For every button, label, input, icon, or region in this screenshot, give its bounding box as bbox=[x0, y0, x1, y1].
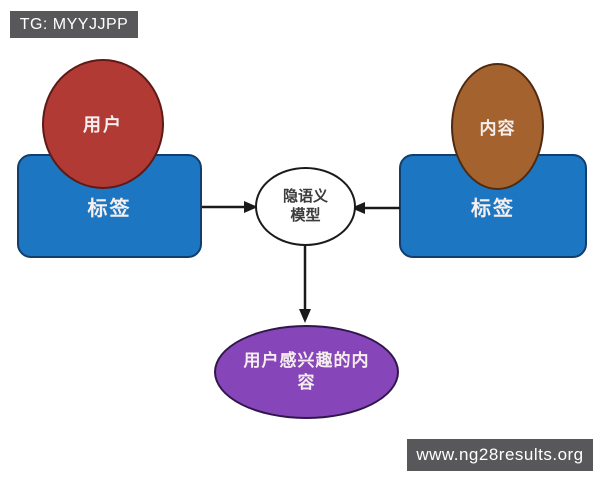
watermark-bottom-right: www.ng28results.org bbox=[407, 439, 593, 471]
right-tag-label: 标签 bbox=[471, 197, 515, 220]
arrow-center-to-result bbox=[299, 246, 311, 323]
left-tag-label: 标签 bbox=[87, 197, 132, 220]
user-ellipse: 用户 bbox=[42, 59, 164, 189]
result-ellipse: 用户感兴趣的内容 bbox=[214, 325, 399, 419]
arrow-left-to-center bbox=[202, 201, 258, 213]
latent-model-label-line2: 模型 bbox=[290, 206, 321, 224]
content-ellipse: 内容 bbox=[451, 63, 544, 190]
user-label: 用户 bbox=[83, 115, 123, 135]
right-tag-rect: 标签 bbox=[399, 154, 587, 258]
latent-model-node: 隐语义 模型 bbox=[255, 167, 356, 246]
latent-model-label-line1: 隐语义 bbox=[282, 187, 328, 205]
watermark-top-left: TG: MYYJJPP bbox=[10, 11, 138, 38]
content-label: 内容 bbox=[479, 119, 516, 138]
arrow-right-to-center bbox=[351, 202, 400, 214]
result-label: 用户感兴趣的内容 bbox=[243, 350, 370, 392]
